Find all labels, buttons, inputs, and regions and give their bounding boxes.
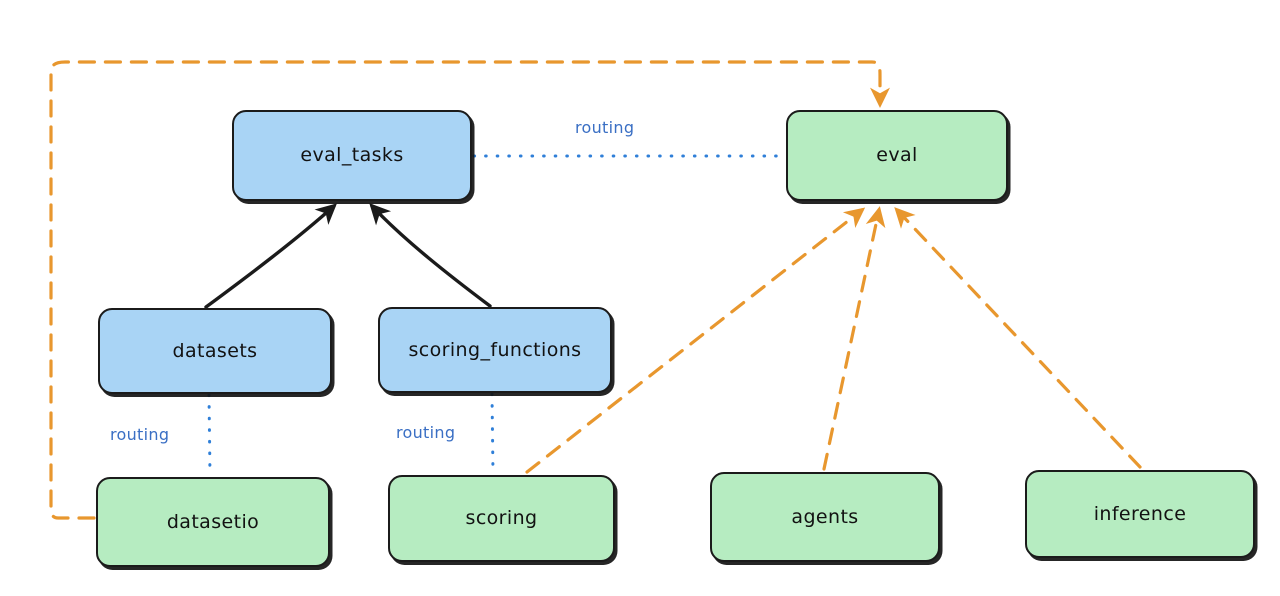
edge-routing-datasets-datasetio bbox=[207, 393, 212, 477]
edge-dep-inference-eval bbox=[894, 207, 1142, 469]
node-label-agents: agents bbox=[791, 505, 859, 528]
node-label-inference: inference bbox=[1093, 502, 1187, 525]
node-label-datasets: datasets bbox=[172, 339, 258, 362]
node-label-eval-tasks: eval_tasks bbox=[300, 144, 404, 167]
edge-routing-scoring-functions-scoring bbox=[490, 392, 495, 475]
edge-dep-scoring-eval bbox=[525, 207, 866, 474]
node-label-datasetio: datasetio bbox=[166, 510, 260, 533]
node-label-scoring-functions: scoring_functions bbox=[408, 338, 582, 361]
edge-label-routing-scoring: routing bbox=[396, 423, 456, 442]
edge-label-routing-eval: routing bbox=[575, 118, 635, 137]
node-eval-tasks[interactable]: eval_tasks bbox=[232, 110, 472, 201]
edge-dep-datasetio-eval bbox=[49, 60, 890, 520]
edge-dep-agents-eval bbox=[822, 206, 886, 471]
node-inference[interactable]: inference bbox=[1025, 470, 1255, 558]
node-eval[interactable]: eval bbox=[786, 110, 1008, 201]
node-label-scoring: scoring bbox=[465, 507, 538, 530]
node-label-eval: eval bbox=[876, 144, 918, 167]
node-datasets[interactable]: datasets bbox=[98, 308, 332, 394]
edge-label-routing-datasetio: routing bbox=[110, 425, 170, 444]
node-datasetio[interactable]: datasetio bbox=[96, 477, 330, 567]
node-scoring-functions[interactable]: scoring_functions bbox=[378, 307, 612, 393]
edge-dep-scoring-functions-eval-tasks bbox=[369, 203, 492, 308]
node-agents[interactable]: agents bbox=[710, 472, 940, 562]
edge-dep-datasets-eval-tasks bbox=[204, 203, 337, 309]
node-scoring[interactable]: scoring bbox=[388, 475, 615, 562]
